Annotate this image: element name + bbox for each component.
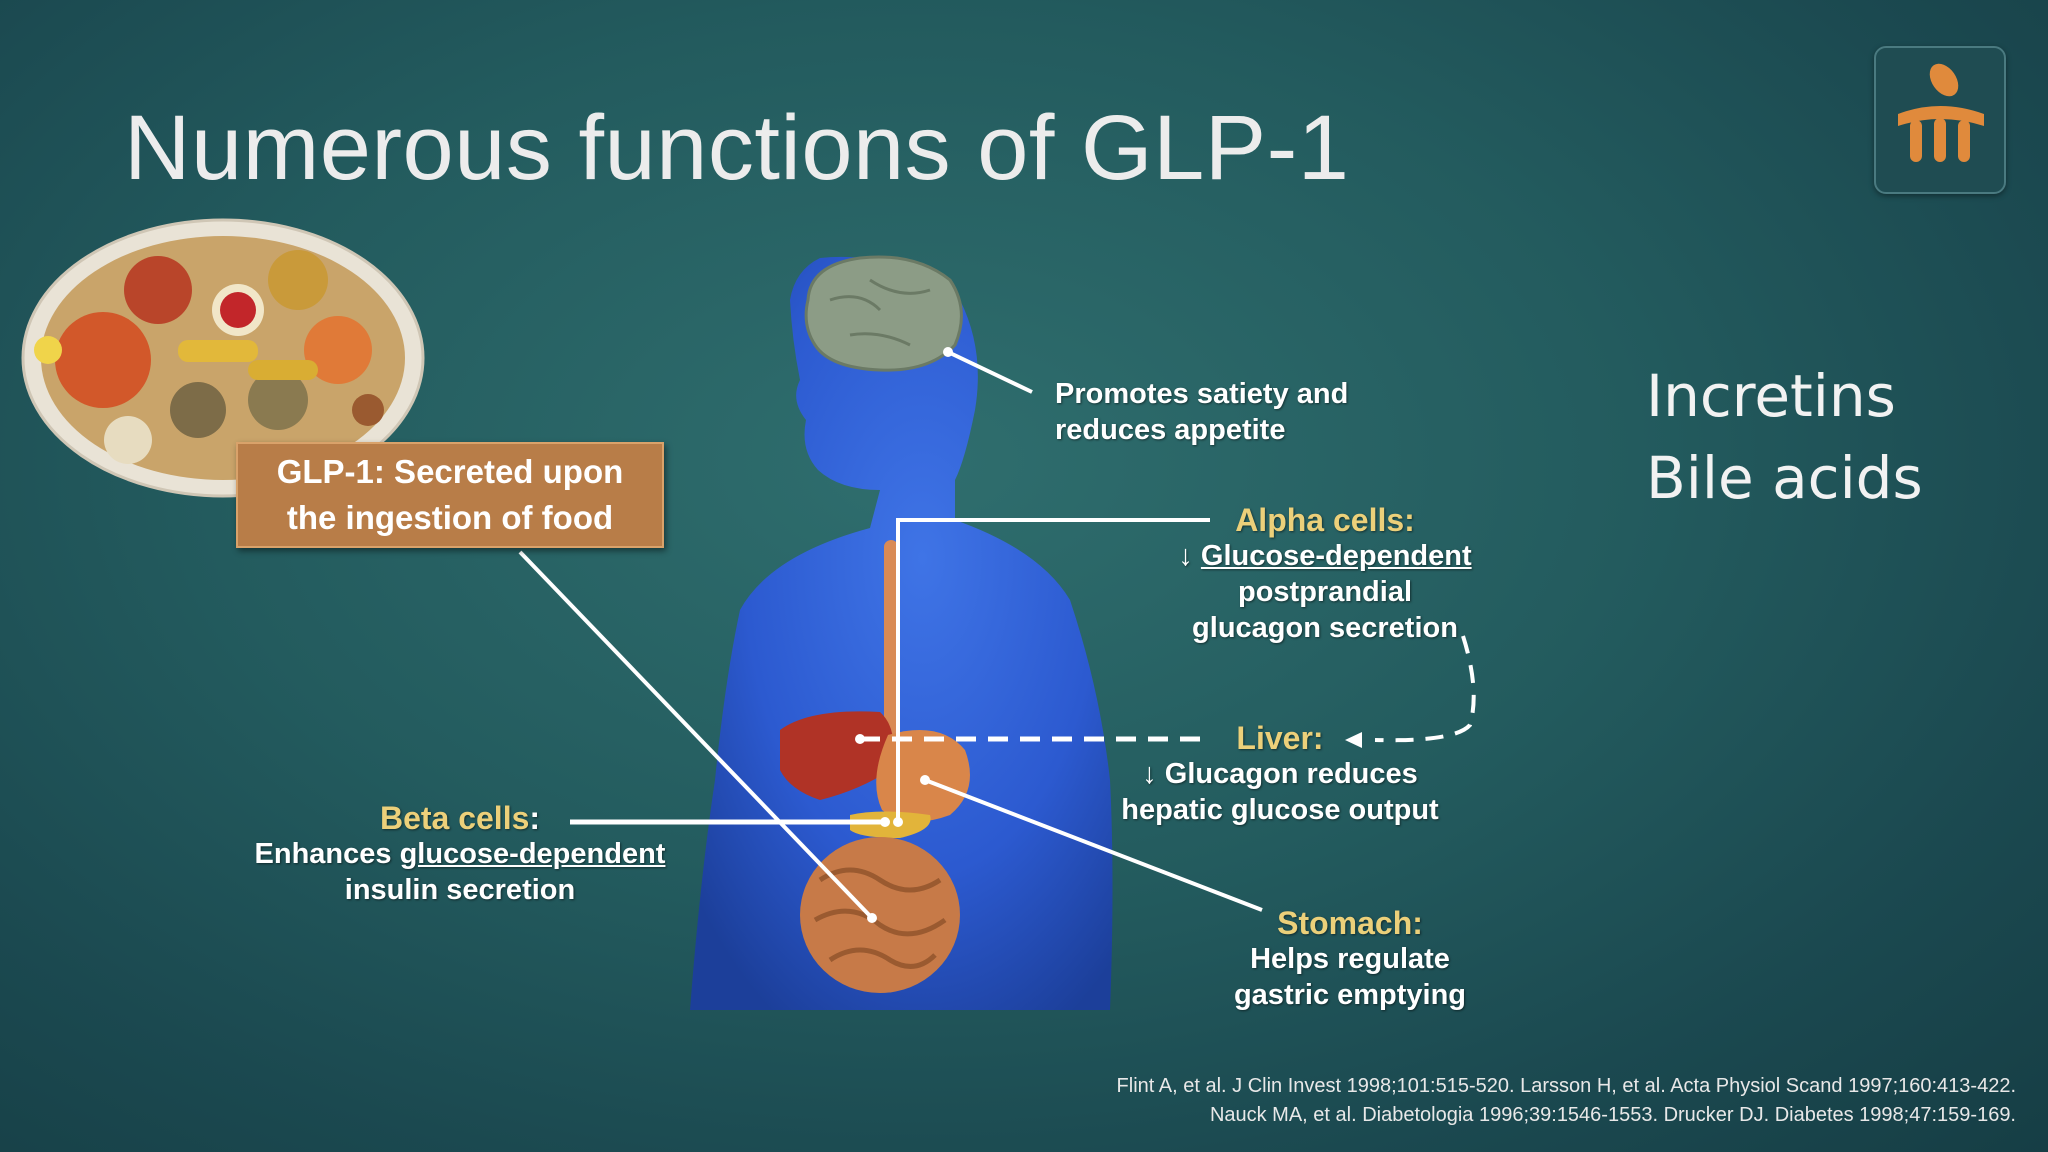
alpha-heading: Alpha cells: xyxy=(1235,502,1415,538)
stomach-heading: Stomach: xyxy=(1277,905,1423,941)
beta-heading: Beta cells: xyxy=(379,800,541,836)
liver-label: Liver: ↓ Glucagon reduces hepatic glucos… xyxy=(1110,720,1450,828)
down-arrow-icon: ↓ xyxy=(1178,540,1193,572)
beta-line2: insulin secretion xyxy=(344,874,576,906)
logo-mark xyxy=(1898,63,1984,162)
slide-title: Numerous functions of GLP-1 xyxy=(124,97,1350,199)
reference-line2: Nauck MA, et al. Diabetologia 1996;39:15… xyxy=(1209,1104,2016,1126)
food-box-line2: the ingestion of food xyxy=(286,499,614,536)
food-plate-illustration xyxy=(21,218,425,498)
liver-heading: Liver: xyxy=(1236,720,1324,756)
beta-line1: Enhances glucose-dependent xyxy=(254,838,666,870)
logo-icon xyxy=(1874,46,2006,194)
pancreas-icon xyxy=(850,811,931,838)
alpha-cells-label: Alpha cells: ↓ Glucose-dependent postpra… xyxy=(1160,502,1490,646)
stomach-label: Stomach: Helps regulate gastric emptying xyxy=(1190,905,1510,1013)
brain-line1: Promotes satiety and xyxy=(1055,378,1349,410)
stomach-line2: gastric emptying xyxy=(1233,979,1467,1011)
liver-line1: ↓ Glucagon reduces xyxy=(1142,758,1418,790)
brain-line2: reduces appetite xyxy=(1055,414,1286,446)
liver-line2: hepatic glucose output xyxy=(1121,794,1439,826)
stomach-line1: Helps regulate xyxy=(1250,943,1450,975)
brain-icon xyxy=(804,255,963,372)
food-box-line1: GLP-1: Secreted upon xyxy=(276,453,624,490)
alpha-line2: postprandial xyxy=(1237,576,1412,608)
esophagus-icon xyxy=(884,540,898,740)
brain-label: Promotes satiety and reduces appetite xyxy=(1055,376,1348,448)
side-item-incretins: Incretins xyxy=(1646,362,1896,430)
references: Flint A, et al. J Clin Invest 1998;101:5… xyxy=(1117,1072,2016,1130)
alpha-line3: glucagon secretion xyxy=(1192,612,1458,644)
liver-icon xyxy=(780,711,894,800)
beta-cells-label: Beta cells: Enhances glucose-dependent i… xyxy=(240,800,680,908)
reference-line1: Flint A, et al. J Clin Invest 1998;101:5… xyxy=(1116,1075,2016,1097)
alpha-line1: ↓ Glucose-dependent xyxy=(1178,540,1472,572)
down-arrow-icon: ↓ xyxy=(1142,758,1157,790)
side-item-bile-acids: Bile acids xyxy=(1646,444,1923,512)
food-ingestion-box: GLP-1: Secreted upon the ingestion of fo… xyxy=(236,442,664,548)
